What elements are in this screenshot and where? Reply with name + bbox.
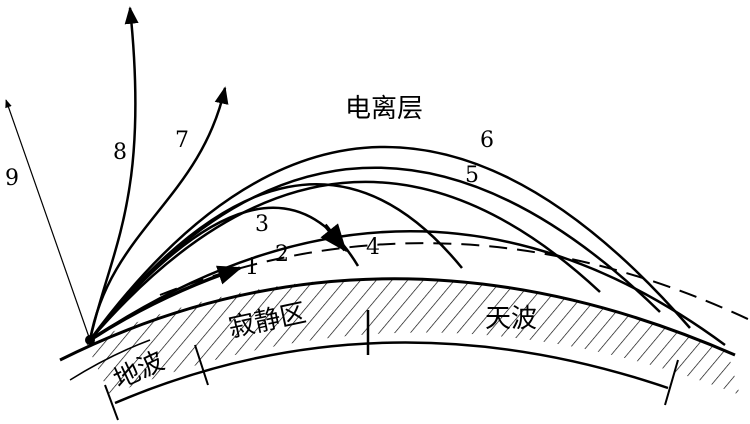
ray-9: [5, 99, 91, 341]
ray-7: [88, 86, 229, 341]
earth-hatched-band: [86, 278, 740, 395]
ray-label-1: 1: [245, 255, 259, 280]
ray-label-3: 3: [255, 212, 269, 237]
ray-label-6: 6: [480, 128, 494, 153]
earth-inner-line: [69, 339, 151, 381]
ray-label-8: 8: [113, 140, 127, 165]
transmitter-origin: [85, 335, 95, 345]
earth-surface: [59, 277, 736, 362]
range-tick-ground: [194, 344, 209, 386]
ray-label-2: 2: [275, 242, 289, 267]
sky-wave-label: 天波: [485, 304, 538, 334]
range-arc: [114, 341, 669, 405]
ray-4b: [89, 180, 601, 341]
ray-label-7: 7: [175, 128, 189, 153]
ray-6: [88, 145, 691, 341]
range-tick-start: [104, 384, 119, 421]
ray-label-9: 9: [5, 166, 19, 191]
ray-label-5: 5: [465, 163, 479, 188]
ionosphere-label: 电离层: [345, 94, 424, 124]
ray-3-arrow: [320, 223, 347, 253]
ray-5: [89, 166, 661, 341]
ray-label-4: 4: [366, 235, 380, 260]
range-tick-end: [664, 359, 679, 406]
